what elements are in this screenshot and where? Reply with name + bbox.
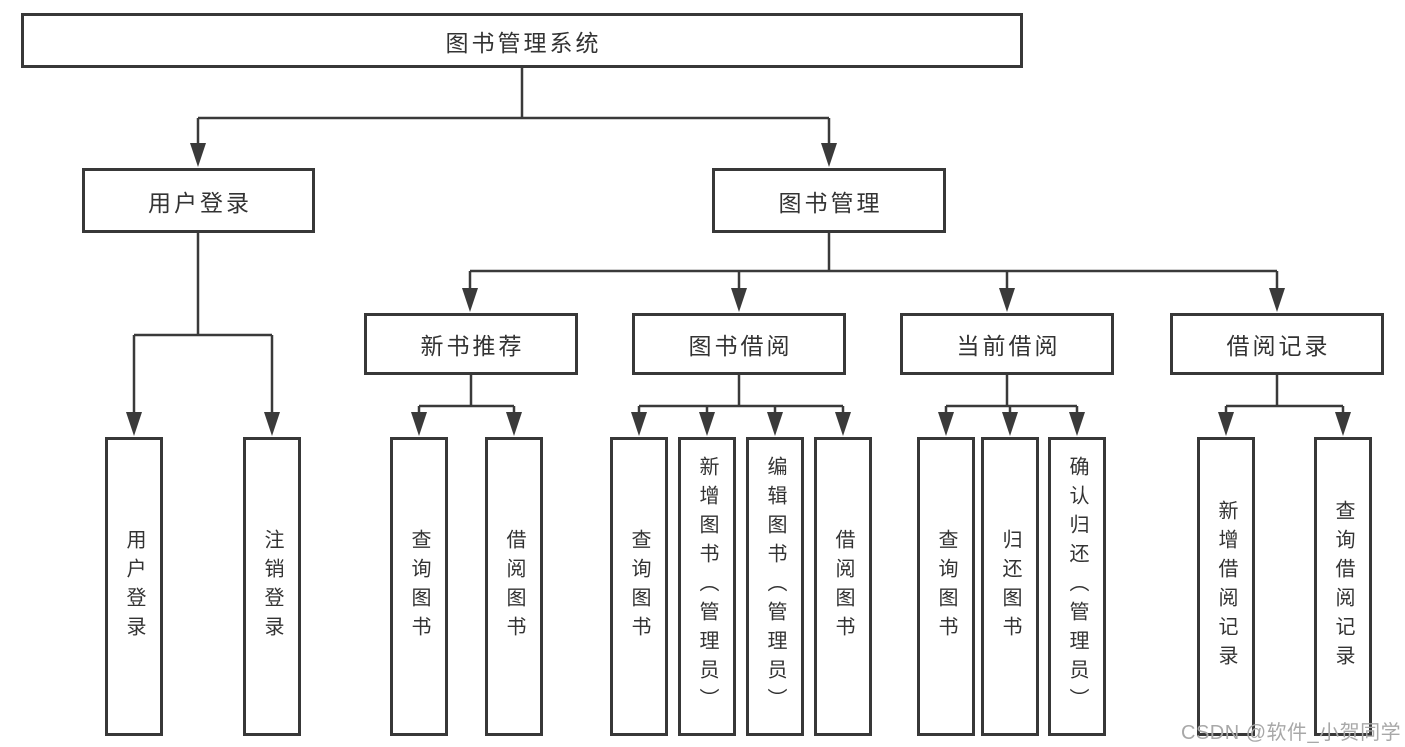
node-leaf-add-book-admin-label: 新增图书（管理员） [696, 456, 718, 717]
node-book-management-label: 图书管理 [778, 189, 883, 216]
node-leaf-edit-book-admin-label: 编辑图书（管理员） [764, 456, 786, 717]
node-book-borrow-label: 图书借阅 [688, 333, 793, 359]
node-leaf-query-book-1-label: 查询图书 [408, 528, 430, 645]
node-leaf-return-book: 归还图书 [981, 437, 1039, 736]
node-leaf-add-borrow-record-label: 新增借阅记录 [1215, 499, 1237, 674]
node-leaf-query-book-2-label: 查询图书 [628, 528, 650, 645]
node-borrow-record-label: 借阅记录 [1226, 333, 1331, 359]
node-leaf-confirm-return-admin-label: 确认归还（管理员） [1066, 456, 1088, 717]
node-leaf-query-book-2: 查询图书 [610, 437, 668, 736]
node-current-borrow-label: 当前借阅 [956, 333, 1061, 359]
node-leaf-borrow-book-2-label: 借阅图书 [832, 528, 854, 645]
node-current-borrow: 当前借阅 [900, 313, 1114, 375]
node-leaf-add-borrow-record: 新增借阅记录 [1197, 437, 1255, 736]
node-leaf-logout-label: 注销登录 [261, 528, 283, 645]
arrowhead-icons [126, 143, 1351, 436]
node-leaf-add-book-admin: 新增图书（管理员） [678, 437, 736, 736]
node-leaf-user-login-label: 用户登录 [123, 528, 145, 645]
node-book-borrow: 图书借阅 [632, 313, 846, 375]
node-user-login: 用户登录 [82, 168, 315, 233]
node-leaf-logout: 注销登录 [243, 437, 301, 736]
node-leaf-confirm-return-admin: 确认归还（管理员） [1048, 437, 1106, 736]
node-library-system-label: 图书管理系统 [445, 29, 602, 56]
node-leaf-edit-book-admin: 编辑图书（管理员） [746, 437, 804, 736]
node-leaf-query-borrow-record-label: 查询借阅记录 [1332, 499, 1354, 674]
node-new-book-recommend: 新书推荐 [364, 313, 578, 375]
node-leaf-user-login: 用户登录 [105, 437, 163, 736]
node-leaf-query-book-3-label: 查询图书 [935, 528, 957, 645]
node-leaf-query-book-3: 查询图书 [917, 437, 975, 736]
node-borrow-record: 借阅记录 [1170, 313, 1384, 375]
csdn-watermark: CSDN @软件_小贺同学 [1181, 722, 1402, 744]
node-library-system: 图书管理系统 [21, 13, 1023, 68]
node-leaf-query-borrow-record: 查询借阅记录 [1314, 437, 1372, 736]
node-leaf-borrow-book-1-label: 借阅图书 [503, 528, 525, 645]
node-leaf-borrow-book-1: 借阅图书 [485, 437, 543, 736]
node-leaf-borrow-book-2: 借阅图书 [814, 437, 872, 736]
node-book-management: 图书管理 [712, 168, 946, 233]
node-new-book-recommend-label: 新书推荐 [420, 333, 525, 359]
node-leaf-return-book-label: 归还图书 [999, 528, 1021, 645]
node-user-login-label: 用户登录 [148, 189, 252, 216]
node-leaf-query-book-1: 查询图书 [390, 437, 448, 736]
